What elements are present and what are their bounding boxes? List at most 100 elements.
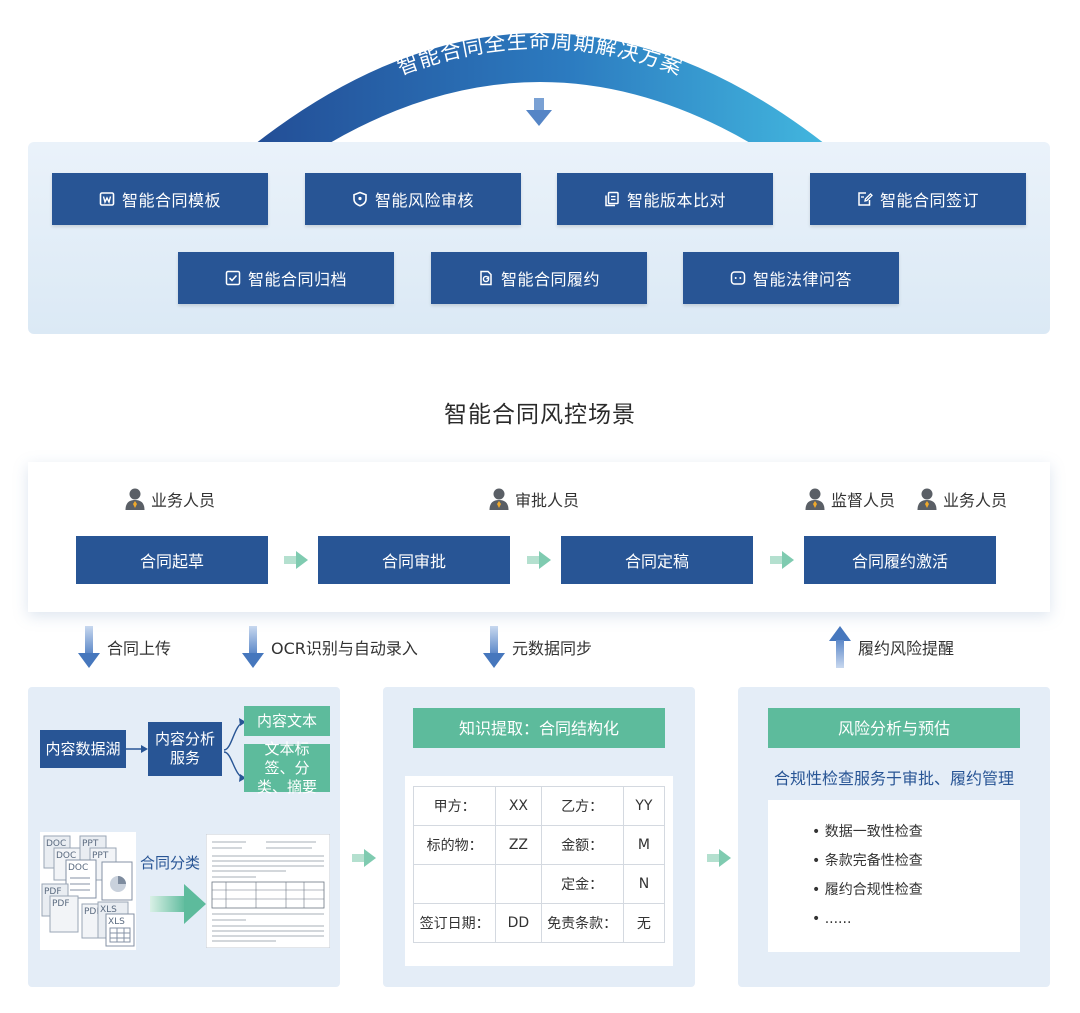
module-label: 智能合同履约 — [500, 270, 600, 289]
field-label: 签订日期： — [412, 903, 497, 943]
svg-text:PPT: PPT — [92, 851, 109, 861]
field-label: 定金： — [540, 864, 624, 904]
svg-text:XLS: XLS — [108, 917, 125, 927]
module-contract-archive[interactable]: 智能合同归档 — [178, 252, 394, 304]
risk-check-list: • 数据一致性检查 • 条款完备性检查 • 履约合规性检查 • ...... — [812, 818, 923, 934]
module-contract-template[interactable]: 智能合同模板 — [52, 173, 268, 225]
modules-panel: 智能合同模板 智能风险审核 智能版本比对 智能合同签订 智能合同归档 智能合同履… — [28, 142, 1050, 334]
module-label: 智能合同模板 — [121, 191, 221, 210]
risk-card: • 数据一致性检查 • 条款完备性检查 • 履约合规性检查 • ...... — [768, 800, 1020, 952]
role-business: 业务人员 — [916, 487, 1007, 511]
svg-text:PPT: PPT — [82, 839, 99, 849]
person-icon — [917, 488, 937, 510]
module-risk-review[interactable]: 智能风险审核 — [305, 173, 521, 225]
risk-subtitle: 合规性检查服务于审批、履约管理 — [773, 769, 1014, 788]
list-item: • 条款完备性检查 — [812, 853, 923, 869]
field-value: DD — [495, 903, 542, 943]
analysis-service-box[interactable]: 内容分析服务 — [148, 722, 222, 776]
field-label: 标的物： — [412, 825, 497, 865]
field-value: M — [622, 825, 666, 865]
field-value: YY — [622, 786, 666, 826]
right-arrow-icon — [707, 849, 731, 867]
module-contract-performance[interactable]: 智能合同履约 — [431, 252, 647, 304]
list-item: • 履约合规性检查 — [812, 882, 923, 898]
right-arrow-icon — [284, 551, 308, 569]
flow-label-text: 履约风险提醒 — [858, 639, 955, 658]
field-value — [495, 864, 542, 904]
field-value: ZZ — [495, 825, 542, 865]
role-drafting: 业务人员 — [124, 487, 215, 511]
arch-down-arrow-icon — [526, 98, 552, 126]
svg-text:DOC: DOC — [68, 863, 88, 873]
chat-icon — [730, 270, 746, 286]
knowledge-title: 知识提取：合同结构化 — [413, 708, 665, 748]
field-value: N — [622, 864, 666, 904]
content-text-box[interactable]: 内容文本 — [244, 706, 330, 736]
list-item: • 数据一致性检查 — [812, 824, 923, 840]
module-label: 智能法律问答 — [752, 270, 852, 289]
flow-sync: 元数据同步 — [483, 626, 592, 668]
field-value: XX — [495, 786, 542, 826]
step-performance-activation[interactable]: 合同履约激活 — [804, 536, 996, 584]
role-label: 审批人员 — [515, 491, 580, 510]
tags-box[interactable]: 文本标签、分类、摘要 — [244, 740, 330, 796]
person-icon — [805, 488, 825, 510]
flow-ocr: OCR识别与自动录入 — [242, 626, 418, 668]
field-label: 乙方： — [540, 786, 624, 826]
module-legal-qa[interactable]: 智能法律问答 — [683, 252, 899, 304]
role-label: 监督人员 — [831, 491, 896, 510]
risk-title: 风险分析与预估 — [768, 708, 1020, 748]
flow-label-text: 元数据同步 — [512, 639, 593, 658]
field-label: 免责条款： — [540, 903, 624, 943]
table-row: 定金：N — [412, 864, 666, 904]
classify-label: 合同分类 — [140, 854, 201, 872]
module-version-compare[interactable]: 智能版本比对 — [557, 173, 773, 225]
field-label: 甲方： — [412, 786, 497, 826]
svg-text:PDF: PDF — [84, 907, 102, 917]
classify-arrow-icon — [150, 884, 206, 924]
role-approval: 审批人员 — [488, 487, 579, 511]
flow-reminder: 履约风险提醒 — [829, 626, 954, 668]
step-drafting[interactable]: 合同起草 — [76, 536, 268, 584]
word-doc-icon — [99, 191, 115, 207]
branch-arrow-icon — [223, 718, 246, 782]
step-finalize[interactable]: 合同定稿 — [561, 536, 753, 584]
field-label: 金额： — [540, 825, 624, 865]
solution-arch: 智能合同全生命周期解决方案 — [255, 29, 825, 144]
module-label: 智能风险审核 — [374, 191, 474, 210]
sign-edit-icon — [857, 191, 873, 207]
shield-icon — [352, 191, 368, 207]
svg-text:DOC: DOC — [56, 851, 76, 861]
svg-text:XLS: XLS — [100, 905, 117, 915]
contract-document-illustration — [206, 834, 330, 948]
right-arrow-icon — [352, 849, 376, 867]
module-label: 智能版本比对 — [626, 191, 726, 210]
file-stack-illustration: DOC PPT DOC PPT DOC PDF PDF PDF XLS XLS — [40, 832, 136, 950]
down-arrow-icon — [483, 626, 505, 668]
arrow-right-icon — [126, 745, 148, 753]
person-icon — [489, 488, 509, 510]
check-box-icon — [225, 270, 241, 286]
step-approval[interactable]: 合同审批 — [318, 536, 510, 584]
list-item: • ...... — [812, 911, 852, 927]
field-value: 无 — [622, 903, 666, 943]
svg-text:PDF: PDF — [52, 899, 70, 909]
data-lake-box[interactable]: 内容数据湖 — [40, 730, 126, 768]
down-arrow-icon — [78, 626, 100, 668]
flow-upload: 合同上传 — [78, 626, 171, 668]
role-label: 业务人员 — [151, 491, 216, 510]
role-label: 业务人员 — [943, 491, 1008, 510]
field-label — [412, 864, 497, 904]
flow-label-text: 合同上传 — [107, 639, 172, 658]
module-contract-signing[interactable]: 智能合同签订 — [810, 173, 1026, 225]
scenario-title: 智能合同风控场景 — [444, 402, 636, 428]
doc-refresh-icon — [478, 270, 494, 286]
down-arrow-icon — [242, 626, 264, 668]
flow-label-text: OCR识别与自动录入 — [271, 639, 418, 658]
up-arrow-icon — [829, 626, 851, 668]
module-label: 智能合同签订 — [879, 191, 979, 210]
